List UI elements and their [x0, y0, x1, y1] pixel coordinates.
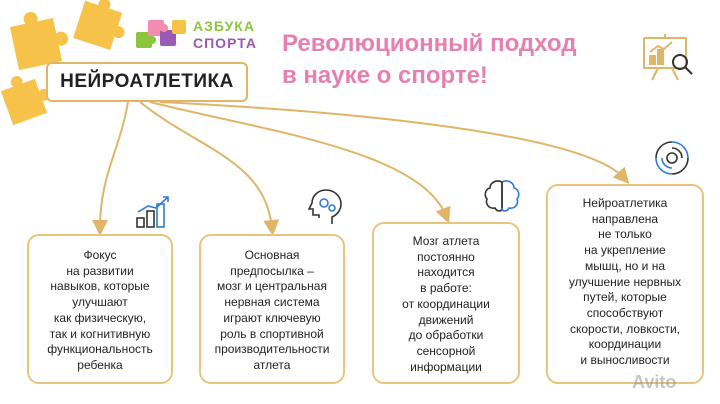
card-text-line: Основная [244, 248, 300, 262]
card-text-line: как физическую, [53, 310, 147, 325]
card-text-line: путей, которые [583, 290, 667, 305]
swirl-icon [655, 141, 689, 175]
card-text-line: находится [417, 265, 475, 280]
card-text-line: улучшают [72, 295, 128, 310]
card-text-line: до обработки [408, 328, 484, 343]
growth-chart-icon [136, 196, 169, 228]
card-text-line: ребенка [77, 357, 123, 372]
card-text-line: информации [410, 359, 482, 374]
card-text-line: от координации [402, 296, 490, 311]
headline: Революционный подход в науке о спорте! [282, 28, 642, 92]
card-text-line: навыков, которые [50, 279, 150, 294]
card-text-line: в работе: [420, 281, 472, 296]
card-text-line: и выносливости [580, 353, 670, 368]
card-text-line: производительности [214, 342, 330, 357]
headline-line-1: Революционный подход [282, 30, 577, 57]
card-text-line: так и когнитивную [49, 326, 151, 341]
root-label: НЕЙРОАТЛЕТИКА [60, 71, 234, 92]
card-text-line: координации [588, 337, 662, 352]
brain-icon [484, 180, 520, 212]
card-text-line: на развитии [66, 263, 134, 278]
connector-2 [139, 101, 280, 236]
card-text-line: улучшение нервных [568, 274, 682, 289]
card-text-line: сенсорной [416, 343, 476, 358]
connector-3 [149, 101, 451, 224]
head-gears-icon [307, 189, 342, 224]
card-text-line: мышц, но и на [584, 258, 665, 273]
logo-text-bottom: СПОРТА [193, 35, 257, 51]
logo-puzzle-icon [136, 20, 186, 48]
card-text-line: Фокус [83, 248, 117, 262]
card-text-line: предпосылка – [230, 263, 314, 278]
card-text-line: мозг и центральная [217, 279, 327, 294]
card-text-line: Мозг атлета [412, 234, 480, 248]
card-text-line: Нейроатлетика [582, 196, 668, 210]
connector-1 [92, 101, 129, 236]
presentation-board-icon [643, 34, 693, 81]
card-text-line: постоянно [417, 249, 475, 264]
root-node: НЕЙРОАТЛЕТИКА [46, 62, 248, 102]
logo-text-top: АЗБУКА [193, 18, 255, 34]
card-text-line: роль в спортивной [220, 326, 324, 341]
puzzle-pieces [0, 0, 125, 126]
card-text-line: атлета [253, 357, 291, 372]
card-text-line: скорости, ловкости, [569, 321, 681, 336]
card-text-line: функциональность [47, 342, 153, 357]
card-text-line: способствуют [586, 305, 664, 320]
card-text-line: движений [418, 312, 474, 327]
headline-line-2: в науке о спорте! [282, 62, 488, 89]
card-text-line: направлена [591, 211, 659, 226]
card-text-line: нервная система [224, 295, 320, 310]
card-text-line: на укрепление [584, 243, 666, 258]
card-text-line: не только [598, 227, 652, 242]
connector-4 [159, 101, 630, 184]
card-text-line: играют ключевую [223, 310, 321, 325]
watermark: Avito [632, 372, 677, 392]
